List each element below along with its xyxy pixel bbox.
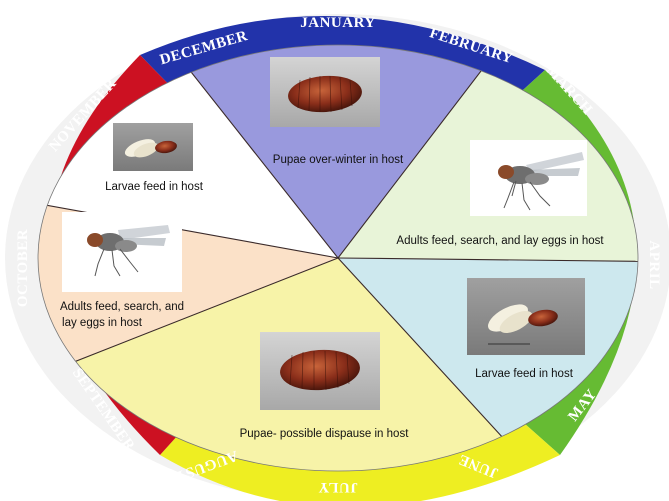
- month-july: JULY: [318, 479, 358, 495]
- fly-fall-photo: [62, 212, 182, 292]
- caption-fall-adults-line2: lay eggs in host: [62, 317, 143, 329]
- caption-spring-adults: Adults feed, search, and lay eggs in hos…: [396, 235, 604, 247]
- pupa-summer-photo: [260, 332, 380, 410]
- larvae-fall-photo: [113, 123, 193, 171]
- larvae-spring-photo: [467, 278, 585, 355]
- caption-fall-larvae: Larvae feed in host: [105, 181, 204, 193]
- month-january: JANUARY: [300, 15, 375, 31]
- caption-spring-larvae: Larvae feed in host: [475, 368, 574, 380]
- month-april: APRIL: [646, 240, 662, 289]
- caption-fall-adults-line1: Adults feed, search, and: [60, 301, 184, 313]
- caption-summer: Pupae- possible dispause in host: [240, 428, 410, 440]
- caption-winter: Pupae over-winter in host: [273, 154, 404, 166]
- fly-spring-photo: [470, 140, 587, 216]
- month-october: OCTOBER: [15, 229, 31, 307]
- pupa-winter-photo: [270, 57, 380, 127]
